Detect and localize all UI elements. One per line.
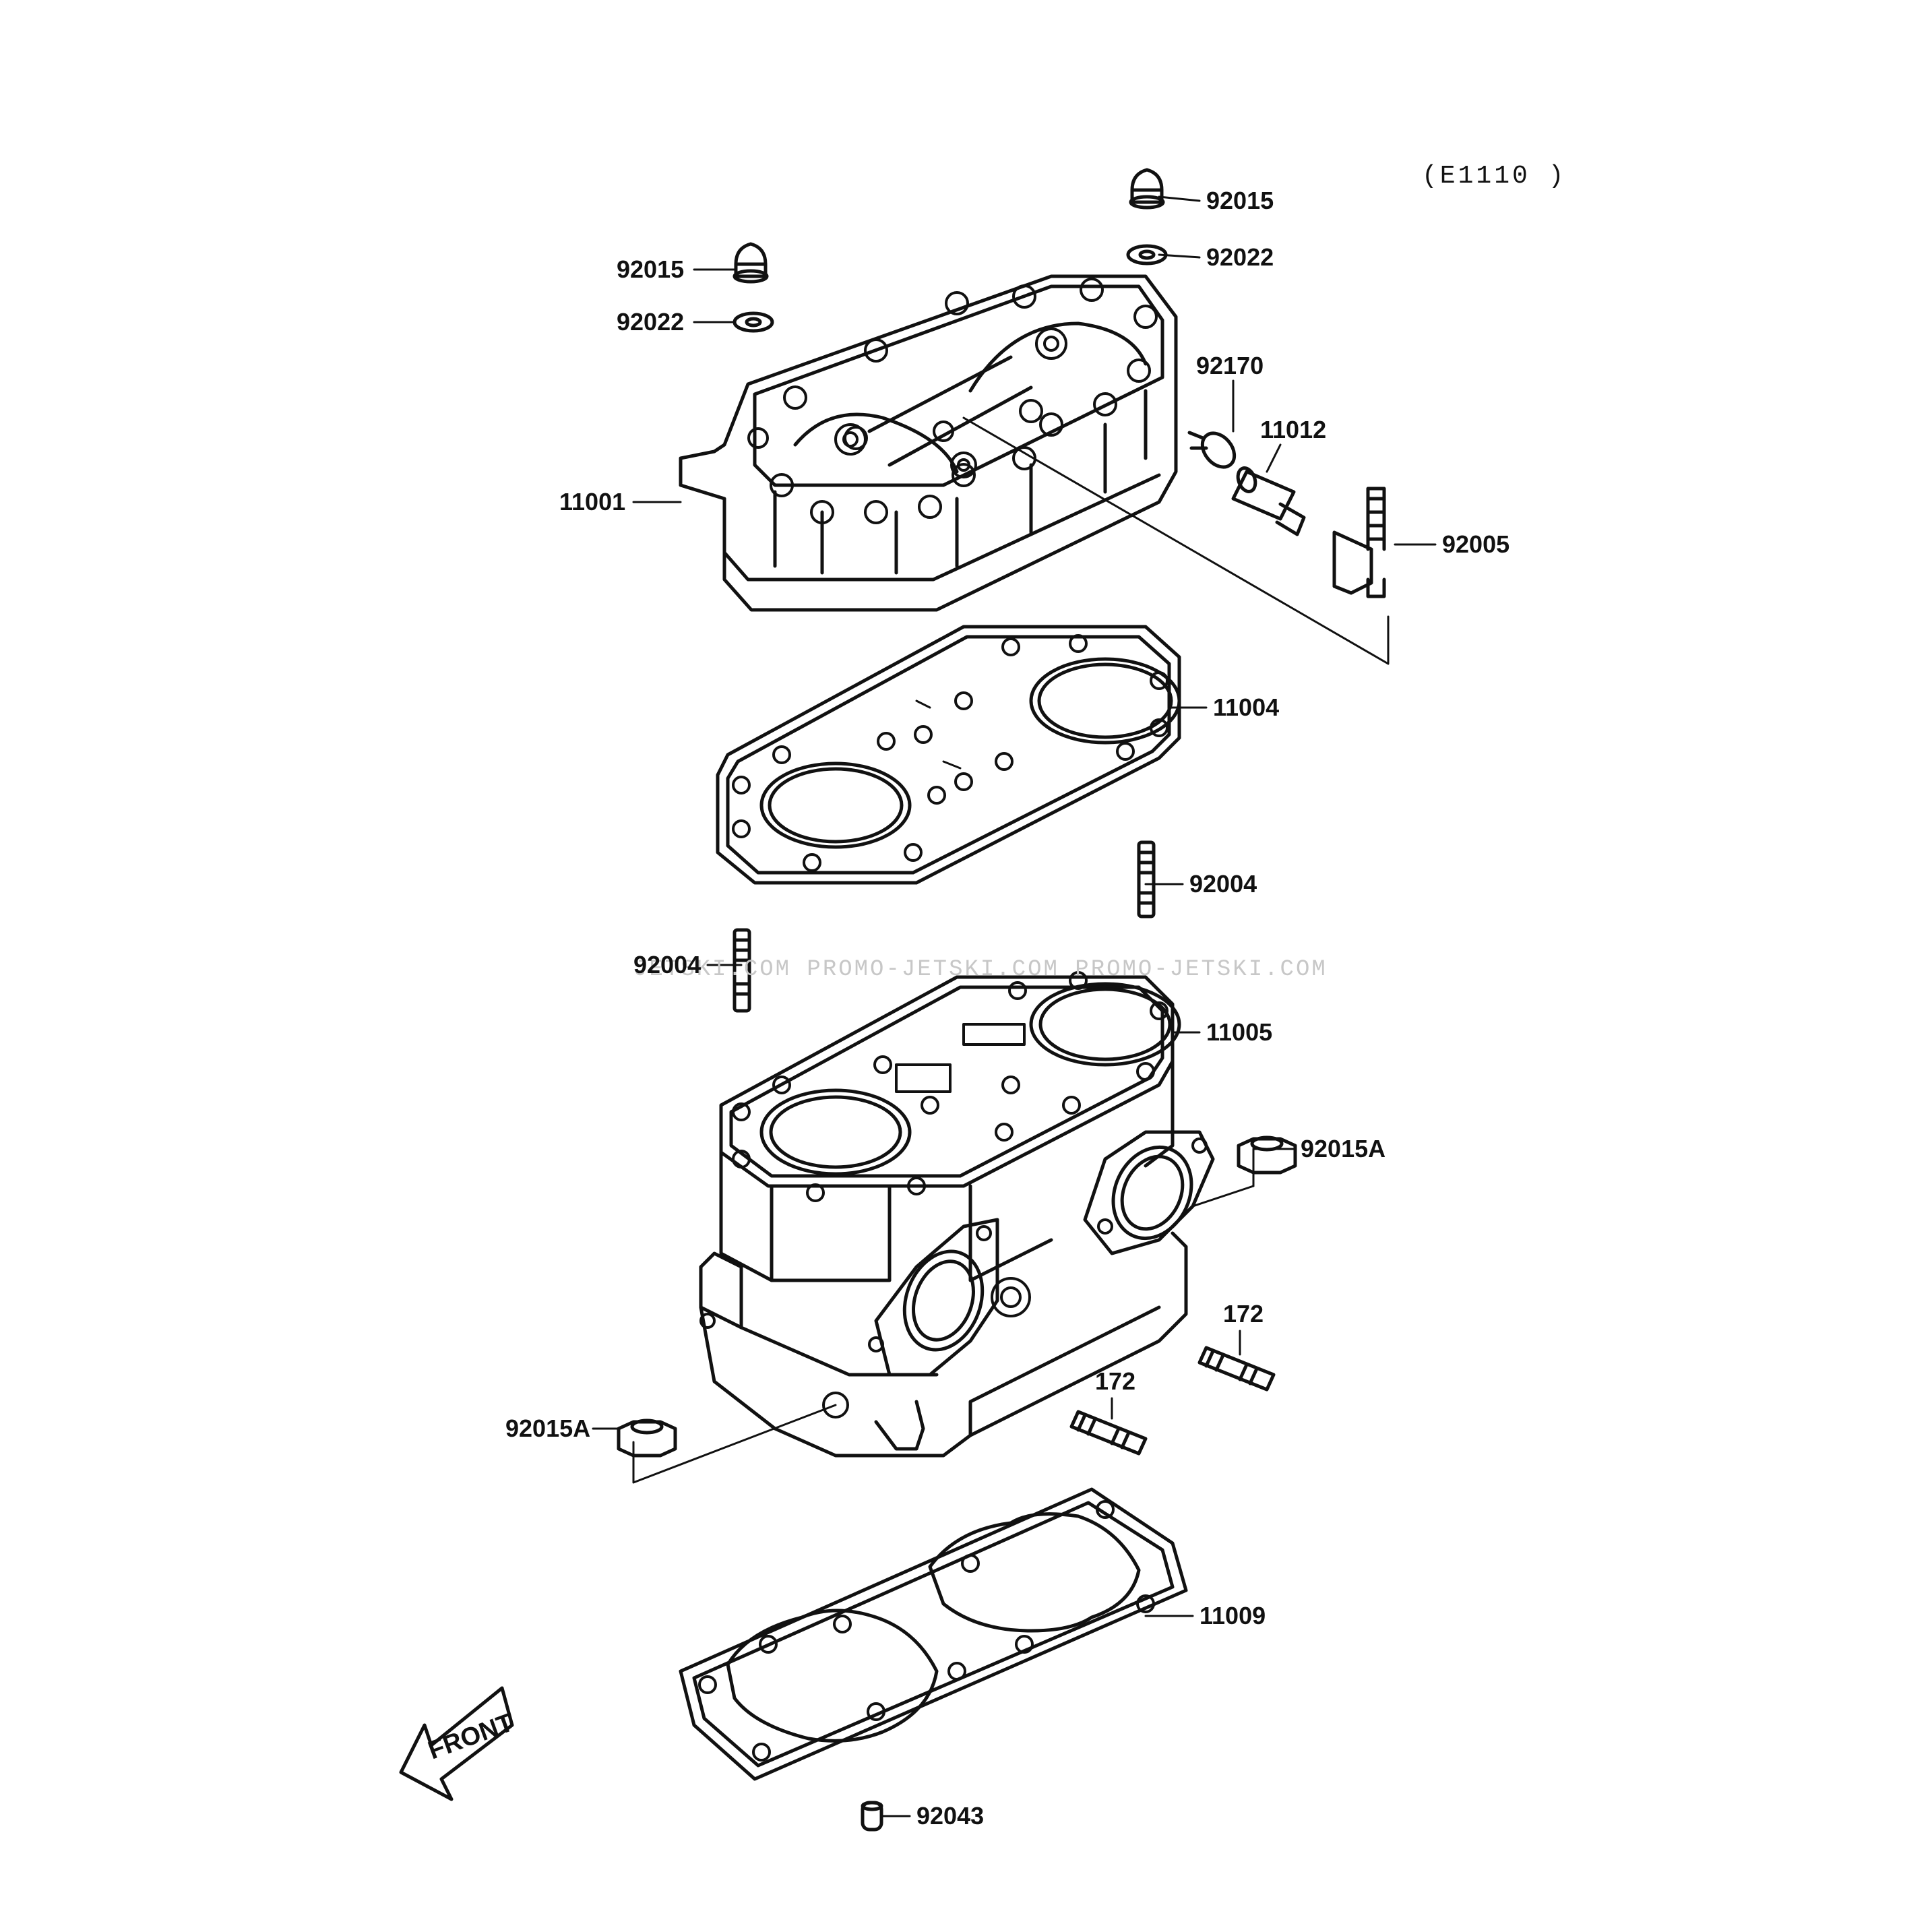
washer-left (733, 311, 774, 333)
dowel-pin (861, 1801, 883, 1832)
flange-nut-right (1237, 1135, 1297, 1175)
callout-92004-right: 92004 (1189, 870, 1257, 898)
callout-172-right: 172 (1223, 1300, 1264, 1328)
callout-92170: 92170 (1196, 352, 1264, 379)
callout-92022-left: 92022 (617, 308, 685, 336)
callout-11004: 11004 (1213, 693, 1280, 721)
stud-172-left (1069, 1410, 1148, 1456)
head-gasket (716, 625, 1181, 885)
watermark: JETSKI.COM PROMO-JETSKI.COM PROMO-JETSKI… (633, 957, 1328, 983)
cylinder-block (699, 971, 1215, 1458)
callout-92015-right: 92015 (1206, 187, 1274, 214)
base-gasket (679, 1487, 1188, 1781)
stud-172-right (1197, 1346, 1276, 1392)
callout-92015A-left: 92015A (505, 1414, 591, 1442)
hose-fitting (1231, 466, 1306, 536)
callout-92005: 92005 (1442, 530, 1510, 558)
callout-92015A-right: 92015A (1301, 1135, 1386, 1162)
callout-11009: 11009 (1199, 1602, 1266, 1629)
callout-92043: 92043 (916, 1802, 985, 1830)
stud-right (1137, 840, 1156, 918)
flange-nut-left (617, 1419, 677, 1458)
cylinder-head (679, 274, 1178, 612)
callout-172-left: 172 (1095, 1367, 1136, 1395)
callout-92004-left: 92004 (633, 951, 702, 978)
elbow-fitting (1332, 487, 1386, 598)
callout-11012: 11012 (1260, 416, 1327, 443)
callout-92022-right: 92022 (1206, 243, 1274, 271)
stud-left (733, 928, 751, 1013)
washer-right (1126, 244, 1168, 266)
acorn-nut-right (1129, 168, 1165, 210)
front-arrow (399, 1686, 514, 1801)
callout-92015-left: 92015 (617, 255, 685, 283)
callout-11001: 11001 (559, 488, 626, 516)
diagram-code: (E1110 ) (1422, 162, 1567, 191)
hose-clamp (1187, 431, 1237, 469)
callout-11005: 11005 (1206, 1018, 1273, 1046)
acorn-nut-left (733, 242, 769, 284)
